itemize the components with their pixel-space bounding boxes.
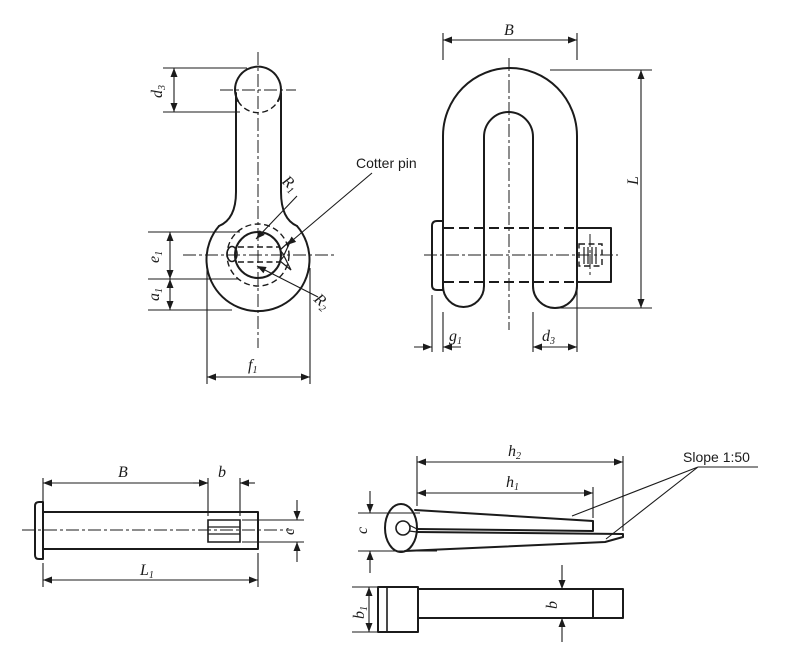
ext-line <box>206 268 311 384</box>
dim-b-pin: b <box>193 464 255 487</box>
dim-label-e1: e1 <box>146 251 165 263</box>
side-view-centerlines <box>183 52 334 348</box>
cotter-outline <box>384 503 624 553</box>
front-view-centerlines <box>424 58 618 330</box>
dim-h1: h1 <box>417 474 594 518</box>
dim-label-d3: d3 <box>542 328 555 347</box>
ext-line <box>550 69 652 309</box>
leader-line <box>256 265 319 298</box>
cotter-shank-top <box>417 588 624 619</box>
dim-label-B: B <box>118 464 128 481</box>
dim-label-c: c <box>281 528 298 535</box>
slope-leader-lines <box>571 466 699 540</box>
dim-label-h2: h2 <box>508 443 521 462</box>
dim-g1: g1 <box>414 295 462 352</box>
pin-hidden-lines <box>444 226 576 284</box>
dim-b1: b1 <box>351 586 380 633</box>
dim-label-b: b <box>218 464 226 481</box>
cotter-head-section <box>226 245 238 263</box>
pin-head-flange <box>34 501 44 560</box>
ball-top-arc <box>234 65 282 102</box>
dim-d3-side: d3 <box>149 67 247 113</box>
ext-line <box>431 295 444 352</box>
centerline <box>424 58 618 330</box>
dim-label-d3: d3 <box>149 85 168 98</box>
cotter-pin-label: Cotter pin <box>356 155 417 171</box>
cotter-slot-inner-lines <box>208 526 240 535</box>
radius-callout-R1: R1 <box>255 172 298 240</box>
centerline <box>183 52 334 348</box>
cotter-spread-tips <box>279 239 292 271</box>
right-leg-bottom <box>532 285 578 309</box>
dim-B-pin: B <box>42 464 241 516</box>
dim-h2: h2 <box>416 443 624 531</box>
cotter-head-top <box>377 586 419 633</box>
slope-callout: Slope 1:50 <box>571 449 758 540</box>
lower-prong <box>404 531 624 552</box>
cotter-eye-hole <box>395 520 411 536</box>
dim-label-L1: L1 <box>139 562 154 581</box>
dim-e1-a1: e1 a1 <box>146 231 240 311</box>
dim-label-c: c <box>354 527 371 534</box>
shackle-side-view: d3 e1 a1 f1 R1 R2 Cotter pin <box>146 52 417 384</box>
stem-right-edge <box>280 92 298 227</box>
cotter-pin-callout: Cotter pin <box>286 155 417 246</box>
leader-line <box>255 195 298 240</box>
cotter-slot-hidden-lines <box>238 246 280 263</box>
dim-d3-front: d3 <box>532 290 578 352</box>
body-outline <box>442 67 578 287</box>
upper-prong <box>414 509 594 532</box>
dim-label-g1: g1 <box>449 328 462 347</box>
cotter-eye-outer <box>384 503 418 553</box>
dim-b-cotter: b <box>544 565 566 642</box>
dim-label-L: L <box>625 176 642 186</box>
slope-label: Slope 1:50 <box>683 449 750 465</box>
dim-B-front: B <box>442 22 578 60</box>
left-leg-bottom <box>442 285 485 308</box>
ext-line <box>42 478 241 516</box>
cotter-slot-opening <box>207 519 241 543</box>
dim-f1: f1 <box>206 268 311 384</box>
dim-L: L <box>550 69 652 309</box>
dim-c-cotter: c <box>354 491 437 573</box>
ext-line <box>532 290 578 352</box>
dim-label-b1: b1 <box>351 606 370 619</box>
front-view-outline <box>431 67 612 309</box>
leader-line <box>286 172 373 246</box>
cotter-side-view: h2 h1 c Slope 1:50 <box>354 443 758 573</box>
dim-label-f1: f1 <box>248 357 257 376</box>
dim-label-h1: h1 <box>506 474 519 493</box>
cotter-hole-hidden-outline <box>578 243 603 267</box>
dim-L1: L1 <box>42 553 259 587</box>
dim-label-b: b <box>544 601 561 609</box>
radius-callout-R2: R2 <box>256 265 329 315</box>
pin-view: B b L1 c <box>22 464 304 587</box>
shackle-front-view: B L g1 d3 <box>414 22 652 352</box>
stem-left-edge <box>218 92 237 227</box>
cotter-top-view: b1 b <box>351 565 624 642</box>
cotter-top-outline <box>377 586 624 633</box>
ext-line <box>148 231 240 311</box>
dim-label-a1: a1 <box>146 288 165 301</box>
dim-c-pin: c <box>242 500 304 562</box>
eye-notch <box>408 524 418 533</box>
dim-label-B: B <box>504 22 514 39</box>
